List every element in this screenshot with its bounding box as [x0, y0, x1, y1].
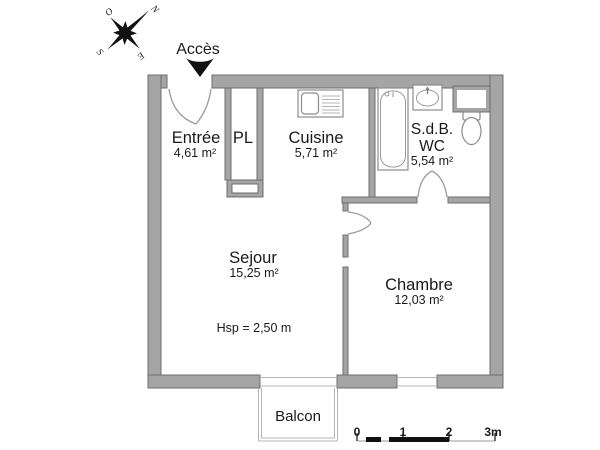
wall-bottom-right: [436, 374, 504, 389]
entrance-door-arc: [195, 88, 212, 125]
room-label-wc: WC: [419, 138, 445, 155]
access-label: Accès: [176, 41, 220, 58]
door-arcs: [168, 88, 448, 235]
access-marker: Accès: [176, 41, 220, 77]
scale-solid-segment: [403, 437, 449, 442]
wall-sdb-bottom-left: [341, 196, 418, 204]
wall-bottom-sejour: [147, 374, 261, 389]
windows: [261, 377, 437, 387]
room-area-entree: 4,61 m²: [174, 146, 216, 160]
chambre-door-arc: [347, 222, 372, 235]
wall-sdb-bottom-right: [447, 196, 491, 204]
pl-shelf: [226, 179, 264, 198]
compass-rose-icon: N E S O: [94, 3, 161, 61]
wall-pl-cuisine: [256, 87, 264, 181]
room-labels: Entrée 4,61 m² PL Cuisine 5,71 m² S.d.B.…: [172, 121, 454, 425]
washbasin-icon: [412, 84, 443, 111]
wall-sejour-chambre-lower: [342, 266, 349, 376]
room-label-sdb: S.d.B.: [411, 121, 453, 138]
chambre-door-arc: [347, 211, 372, 224]
wall-cuisine-sdb: [368, 87, 376, 199]
room-label-cuisine: Cuisine: [288, 129, 343, 147]
compass-north-label: N: [148, 3, 161, 16]
compass-east-label: E: [135, 49, 147, 61]
wall-sejour-chambre-upper: [342, 234, 349, 258]
room-label-sejour: Sejour: [229, 249, 277, 267]
wall-entree-pl: [224, 87, 232, 181]
compass-south-label: S: [94, 48, 105, 58]
scale-label-1: 1: [400, 425, 407, 439]
balcony-outline: [258, 388, 338, 442]
wall-left: [147, 74, 162, 389]
ceiling-height-note: Hsp = 2,50 m: [217, 321, 292, 335]
toilet-icon: [452, 85, 491, 146]
scale-label-2: 2: [446, 425, 453, 439]
sdb-door-arc: [431, 170, 448, 198]
room-label-entree: Entrée: [172, 129, 221, 147]
scale-dash: [366, 437, 381, 442]
entrance-door-arc: [168, 88, 197, 125]
room-label-pl: PL: [233, 129, 253, 147]
room-area-sdb: 5,54 m²: [411, 154, 453, 168]
walls: [147, 74, 504, 389]
room-label-balcon: Balcon: [275, 408, 321, 425]
scale-bar: 0 1 2 3m: [354, 425, 502, 442]
room-label-chambre: Chambre: [385, 276, 453, 294]
scale-label-3m: 3m: [484, 425, 501, 439]
scale-dash: [389, 437, 404, 442]
wall-right: [489, 74, 504, 389]
room-area-cuisine: 5,71 m²: [295, 146, 337, 160]
sdb-door-arc: [417, 170, 433, 198]
compass-west-label: O: [104, 7, 116, 19]
kitchen-sink-icon: [297, 89, 344, 118]
room-area-sejour: 15,25 m²: [229, 266, 278, 280]
access-arrow-icon: [186, 58, 214, 77]
scale-label-0: 0: [354, 425, 361, 439]
room-area-chambre: 12,03 m²: [394, 293, 443, 307]
wall-sejour-chambre-stub: [342, 202, 349, 212]
bathtub-icon: [377, 87, 409, 171]
wall-bottom-middle: [336, 374, 398, 389]
